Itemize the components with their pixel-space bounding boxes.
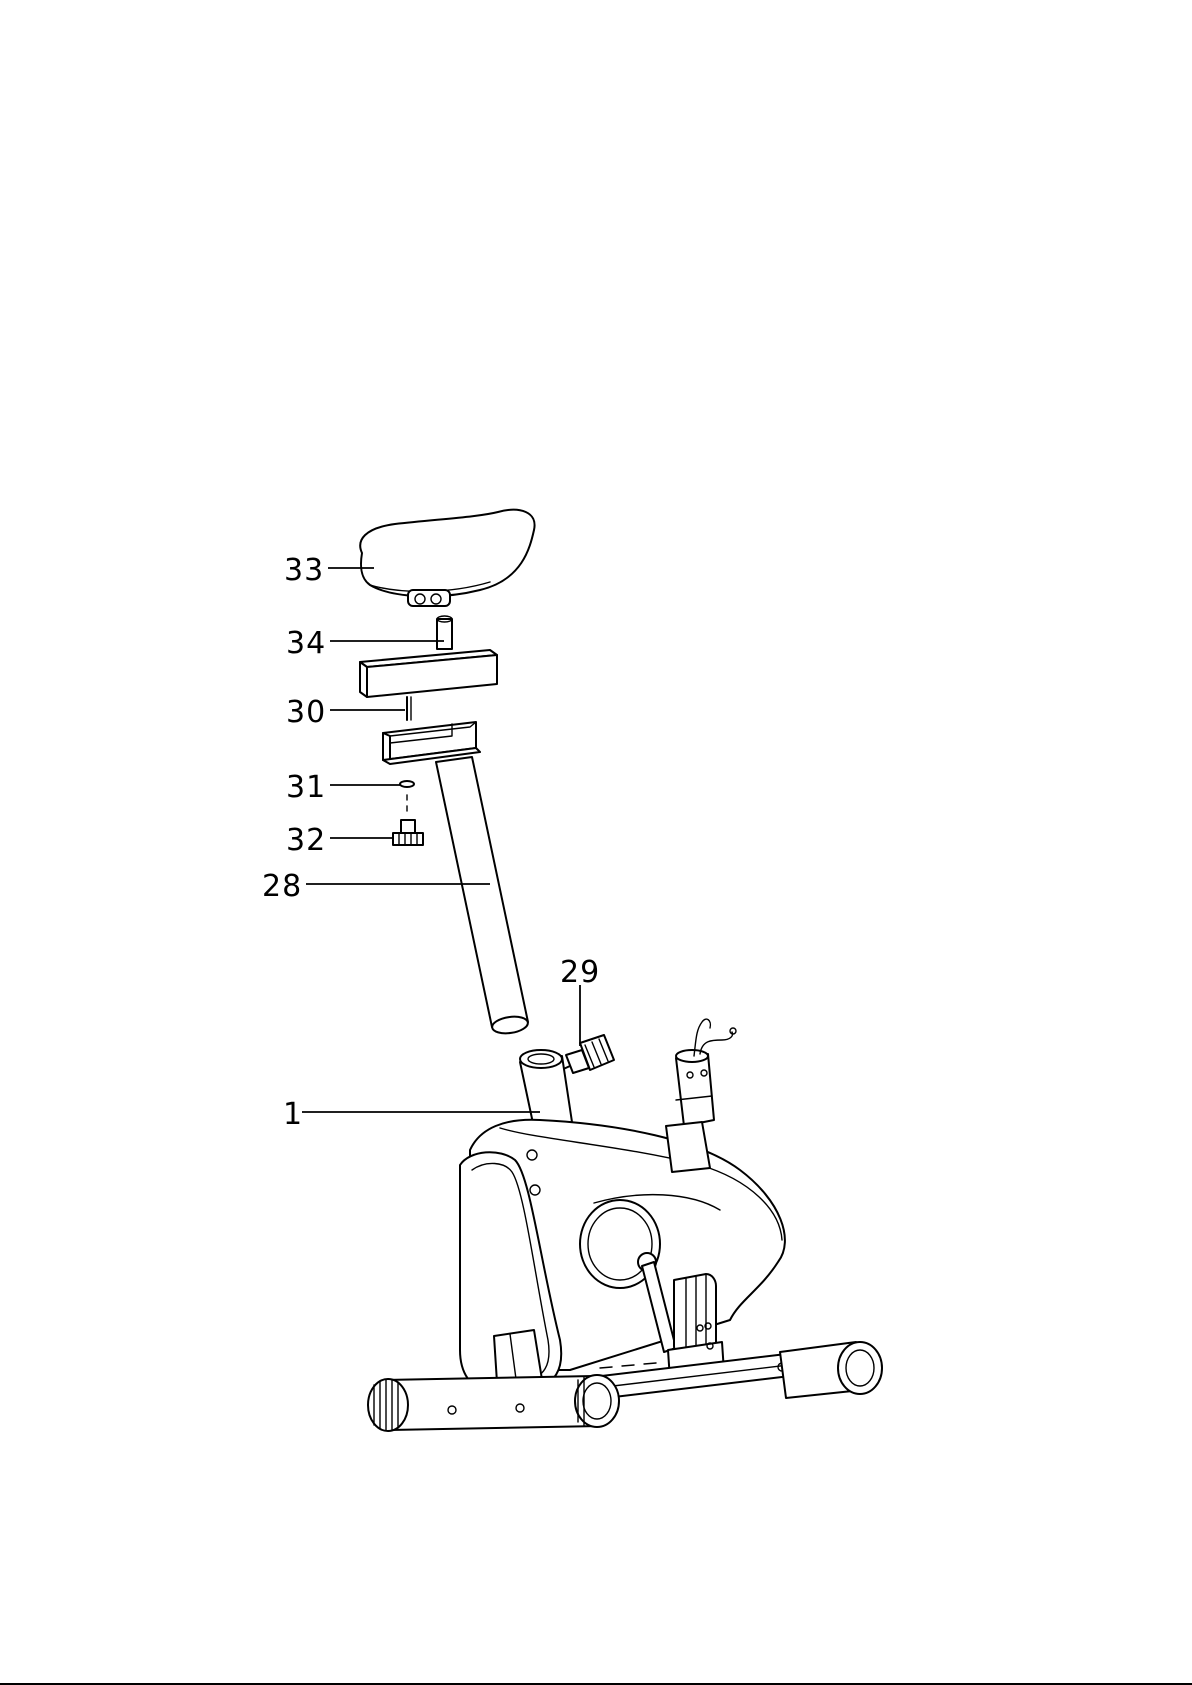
callout-29: 29 [560, 955, 600, 990]
part-34-saddle-post [437, 616, 452, 649]
part-32-knob [393, 820, 423, 845]
callout-30: 30 [286, 695, 326, 730]
callout-32: 32 [286, 823, 326, 858]
part-33-saddle [360, 510, 534, 606]
callout-34: 34 [286, 626, 326, 661]
callout-31: 31 [286, 770, 326, 805]
callout-28: 28 [262, 869, 302, 904]
part-28-seat-tube [436, 757, 529, 1035]
callout-33: 33 [284, 553, 324, 588]
callout-1: 1 [283, 1097, 303, 1132]
part-1-main-frame [368, 1019, 882, 1431]
part-31-washer [400, 781, 414, 811]
part-30-bolt [407, 697, 411, 720]
slider-bracket-upper [360, 650, 497, 697]
